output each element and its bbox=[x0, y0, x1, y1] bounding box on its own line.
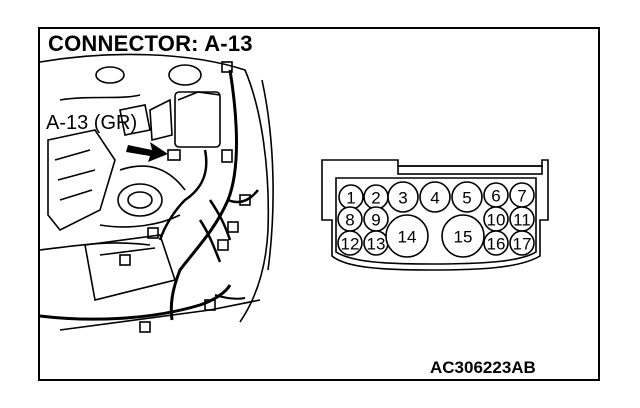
pin-label: 8 bbox=[345, 211, 354, 230]
pin-circle bbox=[483, 230, 509, 256]
pin-17: 17 bbox=[509, 230, 535, 256]
pin-1: 1 bbox=[338, 184, 364, 210]
pin-label: 6 bbox=[491, 187, 500, 206]
pin-circle bbox=[387, 181, 419, 213]
engine-bay-illustration bbox=[39, 53, 274, 333]
pin-label: 10 bbox=[487, 211, 506, 230]
pin-6: 6 bbox=[483, 182, 509, 208]
pin-4: 4 bbox=[419, 181, 451, 213]
pin-9: 9 bbox=[363, 206, 389, 232]
pin-3: 3 bbox=[387, 181, 419, 213]
pin-7: 7 bbox=[509, 182, 535, 208]
pin-14: 14 bbox=[385, 214, 429, 258]
pin-label: 15 bbox=[454, 228, 473, 247]
reference-code: AC306223AB bbox=[430, 358, 536, 377]
pin-label: 16 bbox=[487, 235, 506, 254]
pin-circle bbox=[337, 230, 363, 256]
pin-circle bbox=[441, 214, 485, 258]
pin-circle bbox=[451, 181, 483, 213]
pin-label: 3 bbox=[398, 189, 407, 208]
pin-12: 12 bbox=[337, 230, 363, 256]
pin-2: 2 bbox=[363, 184, 389, 210]
pin-label: 5 bbox=[462, 189, 471, 208]
diagram-title: CONNECTOR: A-13 bbox=[48, 31, 253, 56]
pin-label: 12 bbox=[341, 235, 360, 254]
pin-label: 4 bbox=[430, 189, 439, 208]
pin-label: 2 bbox=[371, 189, 380, 208]
pin-13: 13 bbox=[363, 230, 389, 256]
callout-arrow bbox=[126, 142, 168, 162]
pin-label: 7 bbox=[517, 187, 526, 206]
pin-label: 9 bbox=[371, 211, 380, 230]
pin-8: 8 bbox=[337, 206, 363, 232]
pin-label: 14 bbox=[398, 228, 417, 247]
pin-label: 17 bbox=[513, 235, 532, 254]
pin-11: 11 bbox=[509, 206, 535, 232]
connector-callout-label: A-13 (GR) bbox=[46, 112, 138, 134]
pin-circle bbox=[509, 230, 535, 256]
pin-10: 10 bbox=[483, 206, 509, 232]
connector-face-view bbox=[321, 159, 549, 271]
pin-5: 5 bbox=[451, 181, 483, 213]
pin-label: 13 bbox=[367, 235, 386, 254]
pin-15: 15 bbox=[441, 214, 485, 258]
pin-circle bbox=[419, 181, 451, 213]
pin-label: 1 bbox=[346, 189, 355, 208]
pin-label: 11 bbox=[513, 211, 531, 230]
pin-circle bbox=[385, 214, 429, 258]
pin-16: 16 bbox=[483, 230, 509, 256]
diagram-frame bbox=[38, 27, 600, 381]
